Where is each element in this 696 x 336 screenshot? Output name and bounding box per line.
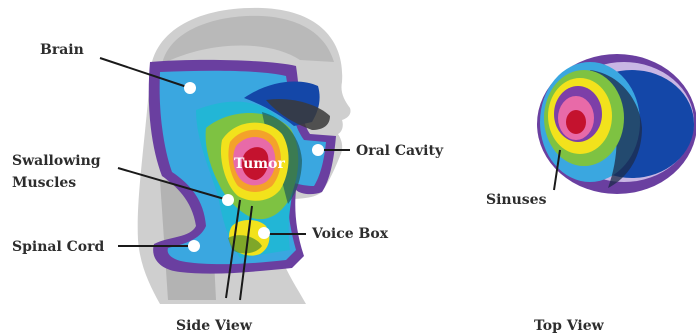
label-tumor: Tumor: [234, 156, 285, 172]
label-oral-cavity: Oral Cavity: [356, 143, 444, 159]
top-red: [566, 110, 586, 134]
spinal-cord-dot: [188, 240, 200, 252]
label-spinal-cord: Spinal Cord: [12, 239, 105, 255]
oral-cavity-dot: [312, 144, 324, 156]
caption-side-view: Side View: [176, 318, 253, 334]
label-brain: Brain: [40, 42, 84, 58]
label-voice-box: Voice Box: [311, 226, 389, 242]
top-view-figure: [537, 54, 696, 194]
label-swallowing-line1: Swallowing: [12, 153, 101, 169]
voice-box-dot: [258, 227, 270, 239]
label-swallowing-line2: Muscles: [12, 175, 76, 191]
brain-dot: [184, 82, 196, 94]
label-sinuses: Sinuses: [486, 192, 547, 208]
swallowing-dot: [222, 194, 234, 206]
caption-top-view: Top View: [534, 318, 605, 334]
